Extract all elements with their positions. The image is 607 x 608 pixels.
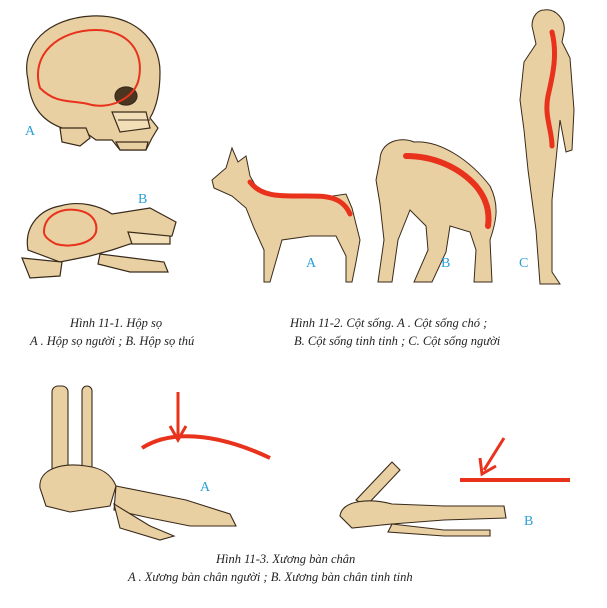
chimpanzee-spine <box>403 153 492 229</box>
chimpanzee-foot-arrow <box>478 437 506 477</box>
spine-chimp-label: B <box>441 256 451 271</box>
fig2-desc: B. Cột sống tinh tinh ; C. Cột sống ngườ… <box>294 334 501 348</box>
human-brain-cavity-outline <box>37 28 141 107</box>
foot-chimp-label: B <box>524 514 534 529</box>
chimpanzee-foot-bones <box>339 461 507 537</box>
spine-human-label: C <box>519 256 529 271</box>
fig3-desc: A . Xương bàn chân người ; B. Xương bàn … <box>128 570 413 584</box>
dog-silhouette <box>211 146 361 283</box>
fig1-title: Hình 11-1. Hộp sọ <box>70 316 163 330</box>
dog-spine <box>247 179 353 217</box>
human-silhouette <box>519 9 575 285</box>
human-spine <box>544 29 558 149</box>
fig1-desc: A . Hộp sọ người ; B. Hộp sọ thú <box>30 334 195 348</box>
human-foot-arrow <box>168 392 188 444</box>
spine-dog-label: A <box>306 256 317 271</box>
human-skull <box>26 15 161 151</box>
human-foot-bones <box>39 385 237 541</box>
skull-human-label: A <box>25 124 36 139</box>
animal-skull <box>21 202 177 279</box>
skull-animal-label: B <box>138 192 148 207</box>
human-foot-arch-line <box>140 434 271 460</box>
foot-human-label: A <box>200 480 211 495</box>
fig3-title: Hình 11-3. Xương bàn chân <box>216 552 356 566</box>
fig2-title: Hình 11-2. Cột sống. A . Cột sống chó ; <box>290 316 488 330</box>
animal-brain-cavity-outline <box>42 208 98 247</box>
